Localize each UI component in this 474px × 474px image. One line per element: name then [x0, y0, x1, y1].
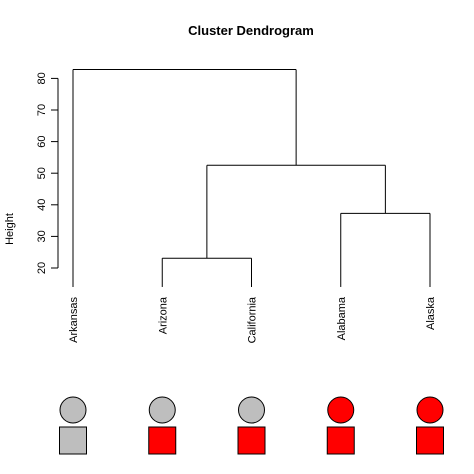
leaf-circle-marker — [59, 396, 87, 424]
leaf-circle-marker — [416, 396, 444, 424]
leaf-circle-marker — [327, 396, 355, 424]
y-tick-label: 40 — [36, 199, 48, 211]
leaf-label: Arkansas — [68, 296, 80, 342]
chart-title: Cluster Dendrogram — [188, 23, 314, 38]
y-tick-label: 60 — [36, 135, 48, 147]
y-tick-label: 80 — [36, 72, 48, 84]
y-tick-label: 70 — [36, 104, 48, 116]
leaf-circle-marker — [148, 396, 176, 424]
leaf-square-marker — [326, 426, 355, 455]
y-axis: 20 30 40 50 60 70 80 — [36, 72, 59, 274]
y-tick-label: 50 — [36, 167, 48, 179]
leaf-circle-marker — [238, 396, 265, 424]
y-tick-label: 30 — [36, 230, 48, 242]
leaf-label: Arizona — [157, 296, 169, 334]
leaf-square-marker — [416, 426, 444, 455]
leaf-square-marker — [237, 426, 266, 455]
leaf-label: Alabama — [336, 296, 348, 340]
y-tick-label: 20 — [36, 262, 48, 274]
leaf-square-marker — [148, 426, 177, 455]
dendrogram-branches — [72, 69, 431, 287]
y-axis-label: Height — [4, 213, 16, 245]
leaf-label: Alaska — [425, 296, 437, 330]
leaf-square-marker — [59, 426, 87, 455]
leaf-label: California — [247, 296, 259, 343]
leaf-labels: Arkansas Arizona California Alabama Alaska — [68, 296, 437, 343]
leaf-markers — [59, 396, 444, 455]
